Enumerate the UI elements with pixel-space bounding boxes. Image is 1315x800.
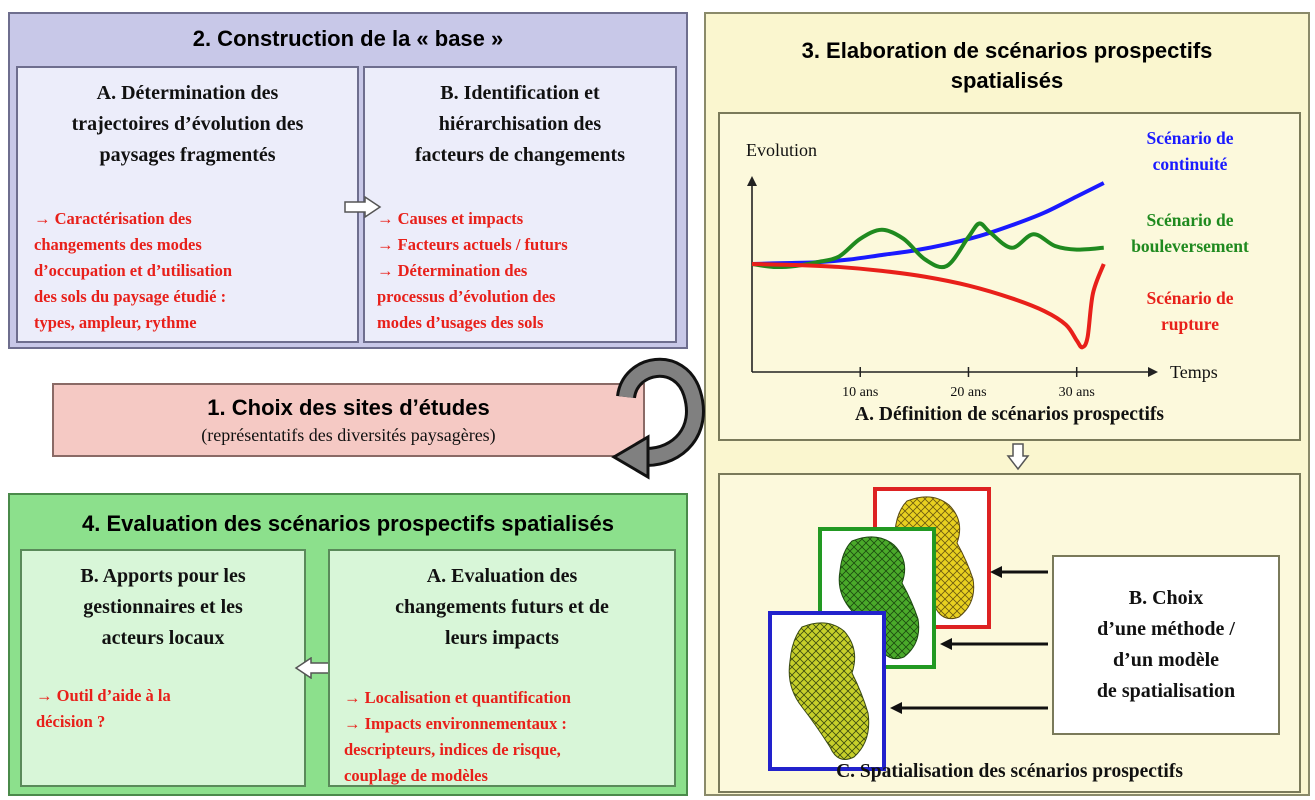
map-blue-icon [788,622,870,760]
panel4-box-b: B. Apports pour les gestionnaires et les… [20,549,306,787]
panel4-b-heading: B. Apports pour les gestionnaires et les… [80,565,246,649]
panel2-title: 2. Construction de la « base » [192,26,504,51]
panel4-box-a: A. Evaluation des changements futurs et … [328,549,676,787]
y-axis-arrow [747,176,757,186]
panel-elaboration-scenarios: 3. Elaboration de scénarios prospectifs … [704,12,1310,796]
panel2-a-heading: A. Détermination des trajectoires d’évol… [71,82,304,166]
y-axis-label: Evolution [746,140,817,160]
panel1-title: 1. Choix des sites d’études [207,395,490,420]
arrow-left-icon [890,702,1048,714]
arrow-right-icon [344,196,382,218]
series-line-bouleversement [751,221,1104,270]
x-tick-label: 20 ans [950,385,986,400]
series-line-rupture [751,262,1106,350]
curved-arrow-icon [611,358,705,480]
arrow-down-icon [1006,443,1030,471]
panel-evaluation-scenarios: 4. Evaluation des scénarios prospectifs … [8,493,688,796]
x-tick-label: 30 ans [1059,385,1095,400]
panel4-title: 4. Evaluation des scénarios prospectifs … [82,511,614,536]
arrow-left-icon [990,566,1048,578]
panel1-subtitle: (représentatifs des diversités paysagère… [201,425,496,445]
panel2-box-a: A. Détermination des trajectoires d’évol… [16,66,359,343]
panel4-a-bullets: → Localisation et quantification → Impac… [344,688,571,785]
map-blue-frame [768,611,886,771]
scenario-chart: Evolution Temps 10 ans 20 ans 30 ans Scéna… [746,128,1249,400]
series-line-continuite [751,181,1105,266]
panel3-box-a: Evolution Temps 10 ans 20 ans 30 ans Scéna… [718,112,1301,441]
panel2-a-bullets: → Caractérisation des changements des mo… [34,209,233,332]
x-axis-label: Temps [1170,362,1218,382]
panel2-box-b: B. Identification et hiérarchisation des… [363,66,677,343]
panel2-b-bullets: → Causes et impacts → Facteurs actuels /… [377,209,568,332]
panel3-a-caption: A. Définition de scénarios prospectifs [855,404,1164,425]
panel2-b-heading: B. Identification et hiérarchisation des… [415,82,625,166]
x-axis-arrow [1148,367,1158,377]
arrow-left-icon [294,657,332,679]
arrow-left-icon [940,638,1048,650]
panel4-b-bullets: → Outil d’aide à la décision ? [36,686,171,731]
panel-choix-sites: 1. Choix des sites d’études (représentat… [52,383,645,457]
map-green-icon [838,536,920,660]
panel3-c-caption: C. Spatialisation des scénarios prospect… [836,761,1183,782]
panel3-box-c: B. Choix d’une méthode / d’un modèle de … [718,473,1301,793]
panel3-title: 3. Elaboration de scénarios prospectifs … [801,38,1213,93]
panel3-box-b: B. Choix d’une méthode / d’un modèle de … [1052,555,1280,735]
x-tick-label: 10 ans [842,385,878,400]
panel-construction-base: 2. Construction de la « base » A. Déterm… [8,12,688,349]
panel4-a-heading: A. Evaluation des changements futurs et … [395,565,609,649]
panel3-b-text: B. Choix d’une méthode / d’un modèle de … [1096,587,1236,702]
